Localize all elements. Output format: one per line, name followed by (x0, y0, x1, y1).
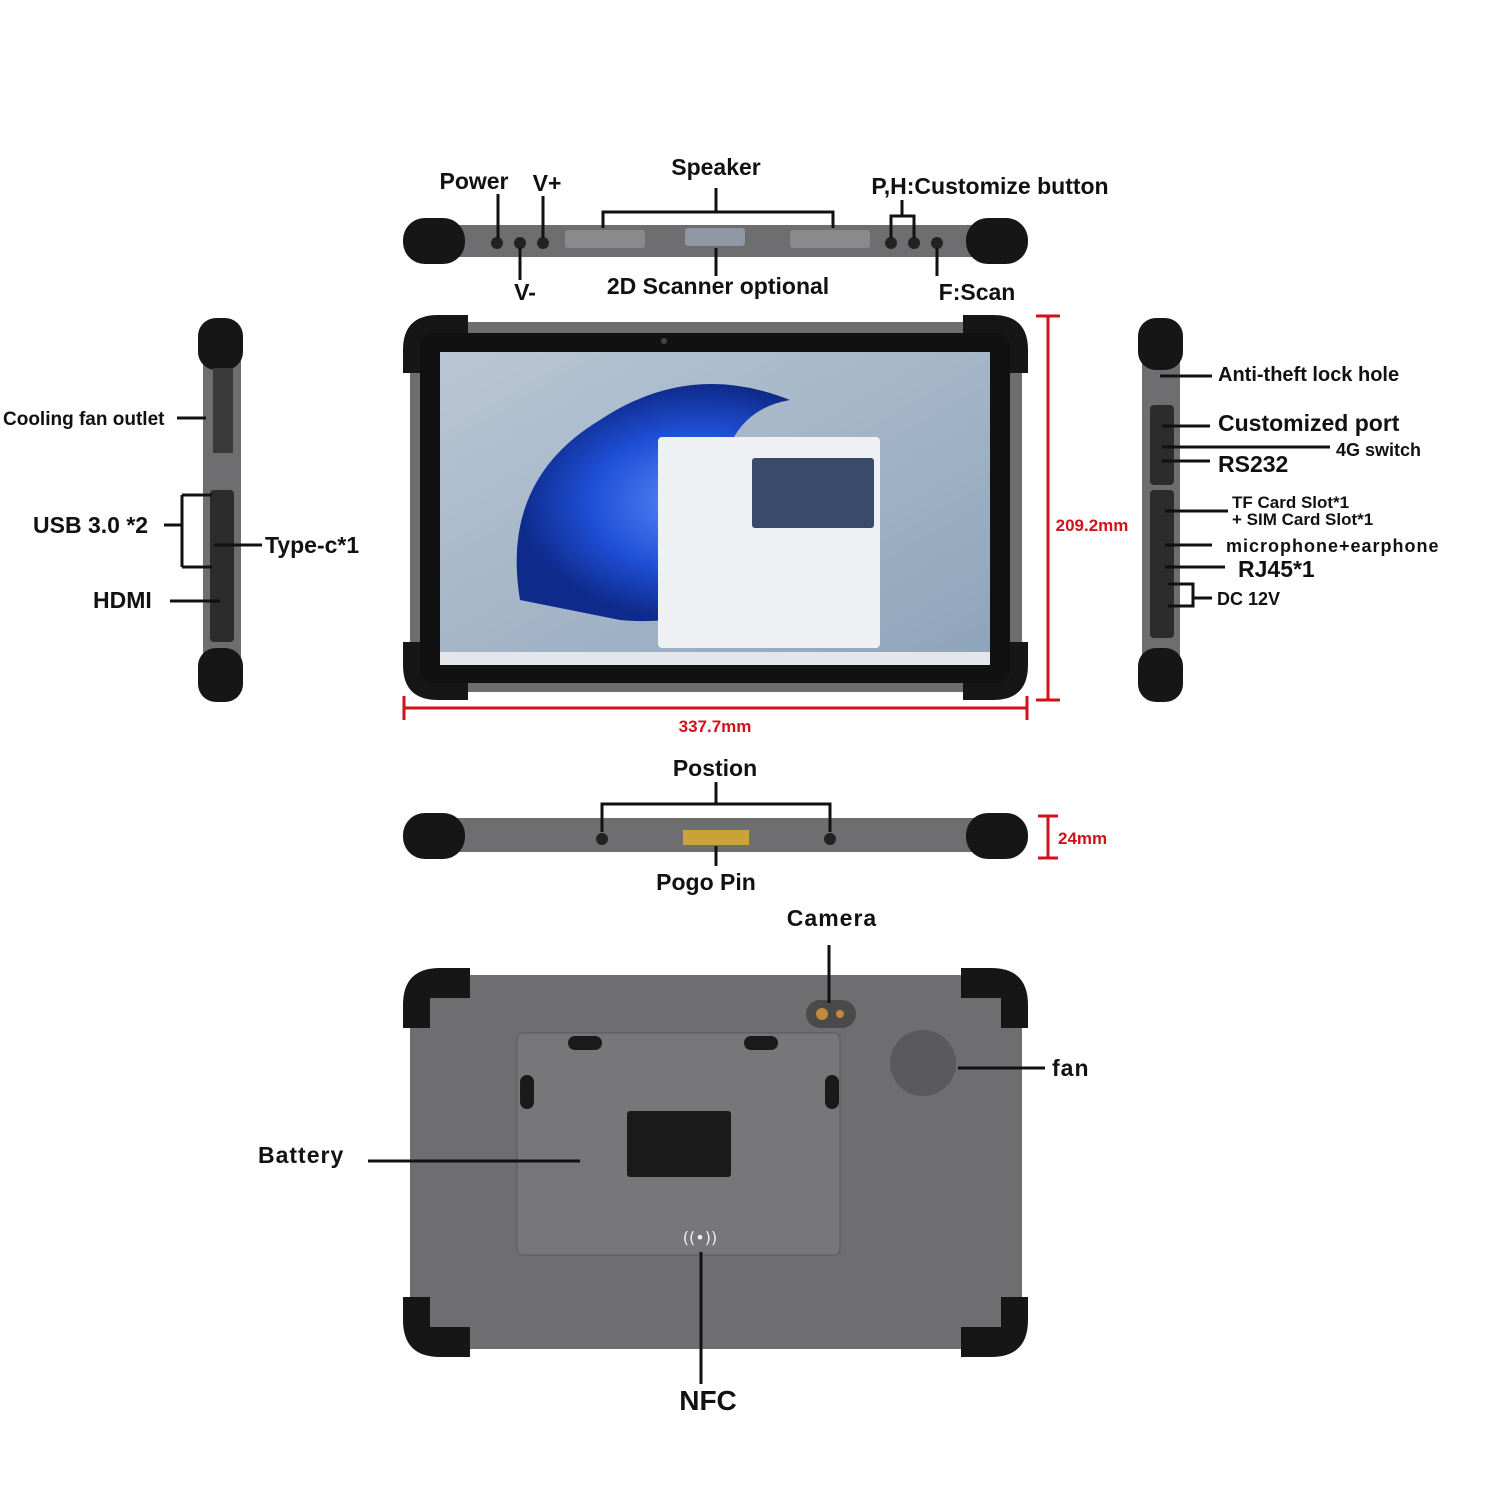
front-camera (661, 338, 667, 344)
power-button (491, 237, 503, 249)
speaker-grille-left (565, 230, 645, 248)
fan-grille (890, 1030, 956, 1096)
label-volume-up: V+ (533, 170, 562, 196)
label-microphone-earphone: microphone+earphone (1226, 536, 1440, 556)
top-edge-view (403, 218, 1028, 264)
taskbar (440, 652, 990, 665)
labels: Power V+ Speaker P,H:Customize button V-… (3, 154, 1440, 1416)
front-view (403, 315, 1028, 700)
dimension-width: 337.7mm (679, 717, 752, 736)
label-nfc: NFC (679, 1385, 737, 1416)
nfc-icon: ((•)) (683, 1228, 717, 1247)
p-button (885, 237, 897, 249)
pogo-pins (683, 830, 749, 845)
label-2d-scanner: 2D Scanner optional (607, 273, 829, 299)
label-fan: fan (1052, 1055, 1090, 1081)
h-button (908, 237, 920, 249)
label-f-scan: F:Scan (939, 279, 1016, 305)
position-hole-right (824, 833, 836, 845)
dimension-lines (402, 314, 1060, 860)
fan-vent (213, 368, 233, 453)
scan-button (931, 237, 943, 249)
label-pogo-pin: Pogo Pin (656, 869, 756, 895)
label-customized-port: Customized port (1218, 410, 1400, 436)
scanner-window (685, 228, 745, 246)
bottom-edge-view (403, 813, 1028, 859)
port-cover (210, 490, 234, 642)
label-speaker: Speaker (671, 154, 761, 180)
label-dc-12v: DC 12V (1217, 589, 1280, 609)
speaker-grille-right (790, 230, 870, 248)
volume-down-button (514, 237, 526, 249)
label-sim-card: + SIM Card Slot*1 (1232, 510, 1373, 529)
label-cooling-fan-outlet: Cooling fan outlet (3, 409, 165, 430)
dimension-thickness: 24mm (1058, 829, 1107, 848)
left-side-view (198, 318, 243, 702)
label-position: Postion (673, 755, 757, 781)
volume-up-button (537, 237, 549, 249)
label-rj45: RJ45*1 (1238, 556, 1315, 582)
label-volume-down: V- (514, 279, 536, 305)
back-view: ((•)) (403, 968, 1028, 1357)
label-power: Power (439, 168, 508, 194)
label-camera: Camera (787, 905, 877, 931)
label-tf-card: TF Card Slot*1 (1232, 493, 1349, 512)
label-rs232: RS232 (1218, 451, 1288, 477)
label-anti-theft: Anti-theft lock hole (1218, 364, 1399, 386)
label-battery: Battery (258, 1142, 344, 1168)
rear-camera (806, 1000, 856, 1028)
label-customize-button: P,H:Customize button (871, 173, 1108, 199)
label-usb: USB 3.0 *2 (33, 512, 148, 538)
label-type-c: Type-c*1 (265, 532, 359, 558)
position-hole-left (596, 833, 608, 845)
label-hdmi: HDMI (93, 587, 152, 613)
dimension-height: 209.2mm (1056, 516, 1129, 535)
label-4g-switch: 4G switch (1336, 440, 1421, 460)
